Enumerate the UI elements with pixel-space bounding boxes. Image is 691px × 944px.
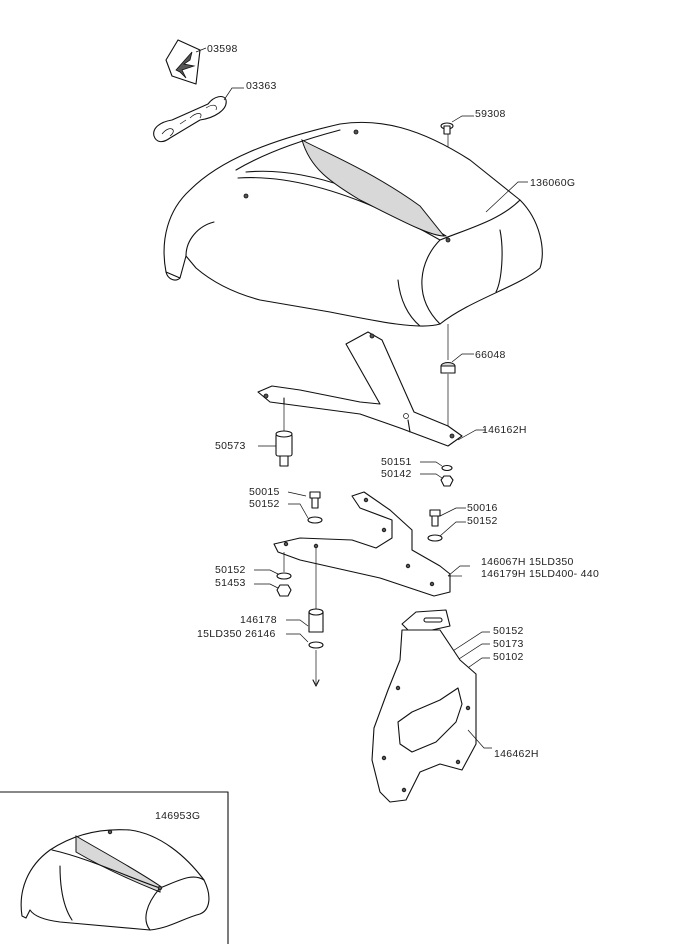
callout-03363: 03363 [246,80,277,92]
callout-50152-a: 50152 [249,498,280,510]
callout-51453: 51453 [215,577,246,589]
callout-50016: 50016 [467,502,498,514]
callout-146162h: 146162H [482,424,527,436]
callout-66048: 66048 [475,349,506,361]
callout-50015: 50015 [249,486,280,498]
callout-146178: 146178 [240,614,277,626]
callout-59308: 59308 [475,108,506,120]
callout-146179h: 146179H 15LD400- 440 [481,568,599,580]
bolt-50016 [427,507,466,542]
decal-logo [153,87,244,143]
callout-03598: 03598 [207,43,238,55]
callout-50573: 50573 [215,440,246,452]
callout-50152-b: 50152 [467,515,498,527]
washer-nut-50151-50142 [420,461,454,487]
plate-146067h [273,491,470,597]
inset-panel [0,791,229,944]
rubber-pad-66048 [440,324,474,430]
decal-emblem [165,39,207,85]
bracket-146162h [257,331,486,447]
mount-plate-146462h [371,609,492,803]
bolt-50015 [287,491,323,524]
callout-26146: 15LD350 26146 [197,628,276,640]
spacer-50573 [258,404,293,467]
inset-label-146953g: 146953G [155,810,200,822]
spacer-146178 [286,548,324,687]
callout-50151: 50151 [381,456,412,468]
washer-nut-50152-51453 [254,552,292,597]
callout-50173: 50173 [493,638,524,650]
callout-50152-d: 50152 [493,625,524,637]
callout-146462h: 146462H [494,748,539,760]
callout-50152-c: 50152 [215,564,246,576]
seat-cowl-136060g [163,121,543,327]
callout-136060g: 136060G [530,177,575,189]
callout-50102: 50102 [493,651,524,663]
callout-50142: 50142 [381,468,412,480]
callout-146067h: 146067H 15LD350 [481,556,574,568]
